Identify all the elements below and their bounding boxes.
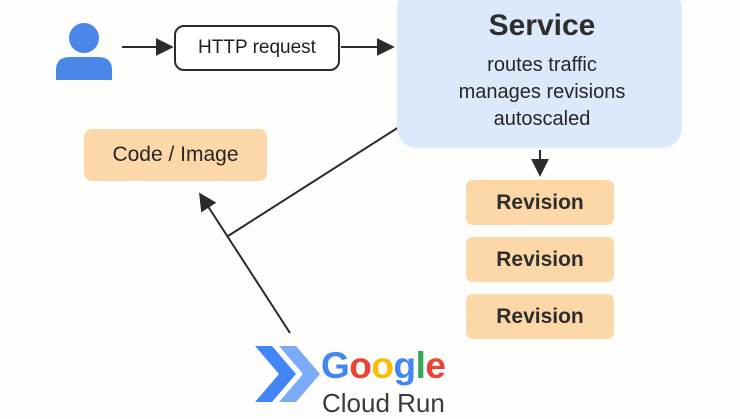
arrow-cloudrun-to-code [199, 192, 291, 334]
google-letter: g [393, 345, 417, 386]
revision-box: Revision [466, 237, 614, 282]
connector-service-to-branch [227, 126, 400, 237]
revision-box: Revision [466, 294, 614, 339]
google-letter: o [349, 345, 372, 386]
service-title: Service [488, 9, 596, 42]
google-letter: G [321, 345, 350, 386]
google-letter: e [425, 345, 446, 386]
cloud-run-chevron-icon [255, 346, 320, 402]
user-icon [56, 23, 112, 80]
http-request-label: HTTP request [198, 37, 316, 58]
service-box [397, 0, 682, 148]
service-line-revisions: manages revisions [458, 81, 626, 103]
revision-box: Revision [466, 180, 614, 225]
cloud-run-label: Cloud Run [322, 388, 445, 418]
service-line-autoscaled: autoscaled [493, 108, 591, 130]
service-line-routes: routes traffic [487, 54, 597, 76]
google-letter: o [371, 345, 394, 386]
http-request-box: HTTP request [174, 25, 340, 71]
code-image-label: Code / Image [112, 143, 239, 166]
google-wordmark: Google [321, 345, 446, 387]
google-letter: l [415, 345, 426, 386]
code-image-box: Code / Image [84, 129, 267, 181]
